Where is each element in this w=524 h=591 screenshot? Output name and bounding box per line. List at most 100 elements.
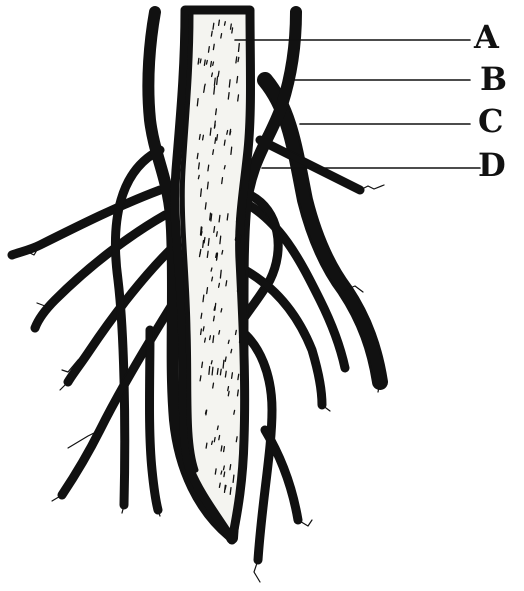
stipple-mark — [214, 87, 215, 95]
stipple-mark — [201, 329, 202, 335]
stipple-mark — [214, 78, 215, 85]
stipple-mark — [207, 288, 208, 294]
stipple-mark — [236, 330, 237, 334]
stipple-mark — [216, 253, 217, 257]
stipple-mark — [200, 376, 201, 381]
stipple-mark — [236, 437, 237, 442]
stipple-mark — [204, 238, 205, 243]
stipple-mark — [234, 410, 235, 414]
stipple-mark — [207, 61, 208, 65]
stipple-mark — [228, 391, 229, 395]
stipple-mark — [215, 138, 216, 144]
stipple-mark — [207, 182, 208, 189]
stipple-mark — [199, 163, 200, 169]
stipple-mark — [240, 335, 241, 342]
stipple-mark — [233, 475, 234, 482]
stipple-mark — [203, 241, 204, 248]
stipple-mark — [206, 410, 207, 415]
stipple-mark — [219, 483, 220, 487]
stipple-mark — [212, 73, 213, 77]
stipple-mark — [213, 44, 214, 49]
stipple-mark — [198, 58, 199, 64]
label-a: A — [473, 18, 500, 56]
label-b: B — [480, 60, 507, 98]
stipple-mark — [210, 128, 211, 135]
stipple-mark — [227, 131, 228, 135]
stipple-mark — [213, 150, 214, 155]
stipple-mark — [222, 178, 223, 184]
stipple-mark — [210, 336, 211, 340]
stipple-mark — [212, 367, 213, 375]
stipple-mark — [201, 189, 202, 196]
stipple-mark — [221, 309, 222, 312]
stipple-mark — [218, 71, 219, 76]
stipple-mark — [219, 436, 220, 440]
stipple-mark — [238, 374, 239, 379]
stipple-mark — [216, 109, 217, 115]
stipple-mark — [223, 360, 224, 368]
stipple-mark — [231, 349, 232, 352]
stipple-mark — [210, 213, 211, 220]
stipple-mark — [228, 93, 229, 100]
stipple-mark — [222, 251, 223, 255]
stipple-mark — [214, 438, 215, 442]
stipple-mark — [231, 147, 232, 154]
label-d: D — [478, 146, 506, 184]
stipple-mark — [208, 165, 209, 171]
stipple-mark — [198, 175, 199, 178]
stipple-mark — [228, 387, 229, 391]
stipple-mark — [231, 24, 232, 29]
stipple-mark — [201, 227, 202, 235]
stipple-mark — [229, 80, 230, 87]
stipple-mark — [197, 153, 198, 158]
stipple-mark — [205, 338, 206, 342]
stipple-mark — [214, 125, 215, 128]
stipple-mark — [200, 59, 201, 63]
stipple-mark — [226, 281, 227, 286]
stipple-mark — [237, 288, 238, 291]
stipple-mark — [221, 34, 222, 38]
stipple-mark — [204, 84, 205, 87]
stipple-mark — [230, 465, 231, 470]
stipple-mark — [212, 441, 213, 444]
stipple-mark — [204, 60, 205, 65]
stipple-mark — [238, 57, 239, 61]
stipple-mark — [237, 216, 238, 222]
stipple-mark — [197, 99, 198, 106]
stipple-mark — [237, 77, 238, 83]
stipple-mark — [211, 62, 212, 67]
label-c: C — [478, 102, 503, 140]
stipple-mark — [212, 277, 213, 281]
labels: A B C D — [473, 18, 507, 184]
stipple-mark — [220, 270, 221, 278]
stipple-mark — [219, 331, 220, 335]
stipple-mark — [230, 129, 231, 134]
stipple-mark — [201, 313, 202, 318]
stipple-mark — [219, 283, 220, 287]
stipple-mark — [209, 367, 210, 375]
stipple-mark — [203, 135, 204, 140]
stipple-mark — [217, 135, 218, 141]
stipple-mark — [238, 95, 239, 101]
stipple-mark — [224, 447, 225, 452]
stipple-mark — [239, 44, 240, 52]
stipple-mark — [205, 203, 206, 209]
stipple-mark — [221, 446, 222, 451]
stipple-mark — [236, 57, 237, 63]
stipple-mark — [225, 371, 226, 377]
stipple-mark — [207, 251, 208, 257]
stipple-mark — [221, 471, 222, 474]
central-stem — [175, 10, 251, 540]
stipple-mark — [211, 31, 212, 36]
stipple-mark — [238, 390, 239, 396]
stipple-mark — [214, 316, 215, 321]
stipple-mark — [232, 373, 233, 379]
stipple-mark — [224, 140, 225, 145]
stipple-mark — [225, 486, 226, 490]
stipple-mark — [232, 28, 233, 33]
stipple-mark — [217, 369, 218, 375]
stipple-mark — [217, 77, 218, 85]
stipple-mark — [203, 327, 204, 331]
stipple-mark — [213, 62, 214, 65]
stipple-mark — [224, 466, 225, 470]
